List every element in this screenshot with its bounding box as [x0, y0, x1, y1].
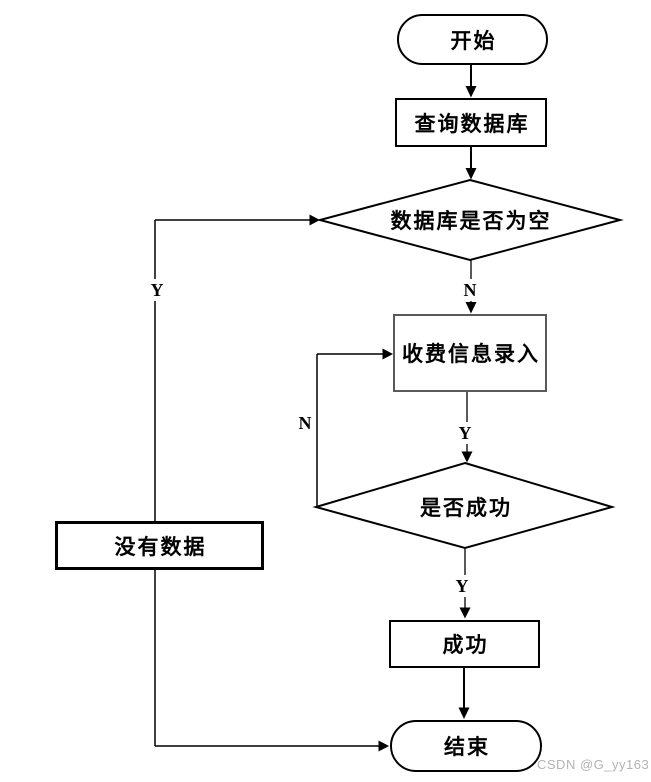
csdn-watermark: CSDN @G_yy163: [537, 757, 650, 772]
arrowhead-right-icon: [382, 348, 393, 360]
arrowhead-down-icon: [465, 302, 477, 314]
edge-start-to-query: [465, 65, 477, 98]
edge-success-to-end: [458, 668, 470, 719]
node-end: 结束: [390, 720, 542, 772]
edge-db-empty-yes-to-end: [154, 214, 389, 752]
node-start: 开始: [397, 14, 548, 65]
node-no-data: 没有数据: [55, 521, 264, 570]
arrowhead-down-icon: [465, 168, 477, 180]
node-success: 成功: [389, 620, 540, 668]
node-decision-db-empty-label: 数据库是否为空: [390, 209, 552, 233]
edge-is-success-no-loop: [316, 348, 393, 506]
arrowhead-right-icon: [309, 214, 320, 226]
arrowhead-right-icon: [378, 740, 389, 752]
edge-label-db-empty-yes: Y: [147, 279, 167, 301]
edge-label-db-empty-no: N: [460, 279, 480, 301]
edge-label-is-success-yes: Y: [452, 575, 472, 597]
edge-label-is-success-no: N: [298, 413, 312, 433]
node-fee-info-entry: 收费信息录入: [393, 314, 547, 392]
arrowhead-down-icon: [461, 451, 473, 463]
node-decision-is-success-label: 是否成功: [420, 496, 512, 520]
arrowhead-down-icon: [459, 607, 471, 619]
decision-db-empty-shape: [316, 178, 624, 262]
arrowhead-down-icon: [465, 86, 477, 98]
arrowhead-down-icon: [458, 707, 470, 719]
edge-query-to-db-empty: [465, 147, 477, 180]
node-query-database: 查询数据库: [395, 98, 547, 147]
edge-label-fee-entry-done: Y: [455, 422, 475, 444]
